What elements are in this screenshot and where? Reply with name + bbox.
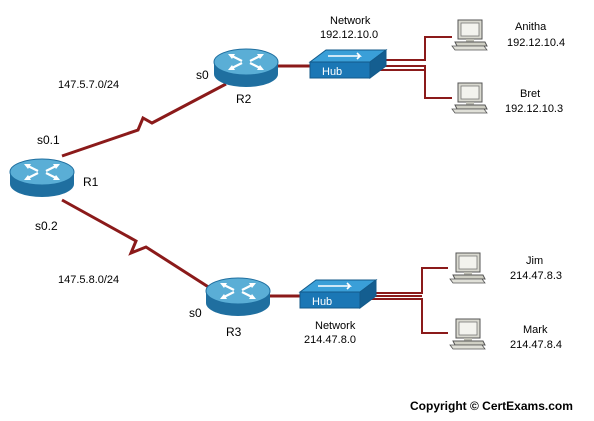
hub-bottom — [298, 279, 378, 309]
hub-arrow-icon — [328, 52, 362, 60]
router-r2-label: R2 — [236, 92, 252, 106]
host-mark-name: Mark — [523, 324, 548, 336]
computer-icon — [451, 19, 488, 51]
bottom-network-address: 214.47.8.0 — [304, 334, 356, 346]
serial-link-r1-r3 — [61, 198, 211, 290]
router-r1-label: R1 — [83, 175, 99, 189]
router-r3 — [204, 276, 272, 318]
r3-interface: s0 — [189, 306, 202, 320]
host-bret-ip: 192.12.10.3 — [505, 103, 563, 115]
hub-bottom-label: Hub — [312, 296, 332, 308]
top-network-title: Network — [330, 15, 371, 27]
router-r1 — [8, 157, 76, 199]
router-r2 — [212, 47, 280, 89]
copyright-text: Copyright © CertExams.com — [410, 399, 573, 413]
computer-icon — [451, 82, 488, 114]
bottom-network-title: Network — [315, 320, 356, 332]
host-jim-name: Jim — [526, 255, 543, 267]
computer-icon — [449, 252, 486, 284]
lan-lines-bottom — [360, 267, 448, 334]
computer-icon — [449, 318, 486, 350]
host-anitha-ip: 192.12.10.4 — [507, 37, 565, 49]
host-bret-name: Bret — [520, 88, 540, 100]
hub-arrow-icon — [318, 282, 352, 290]
r2-interface: s0 — [196, 68, 209, 82]
hub-top — [308, 49, 388, 79]
wan-subnet-r1-r2: 147.5.7.0/24 — [58, 79, 119, 91]
host-anitha-name: Anitha — [515, 21, 547, 33]
r1-interface-bottom: s0.2 — [35, 219, 58, 233]
host-mark-ip: 214.47.8.4 — [510, 339, 562, 351]
r1-interface-top: s0.1 — [37, 133, 60, 147]
host-jim-ip: 214.47.8.3 — [510, 270, 562, 282]
router-r3-label: R3 — [226, 325, 242, 339]
hub-top-label: Hub — [322, 66, 342, 78]
top-network-address: 192.12.10.0 — [320, 29, 378, 41]
serial-link-r1-r2 — [61, 82, 227, 158]
wan-subnet-r1-r3: 147.5.8.0/24 — [58, 274, 119, 286]
